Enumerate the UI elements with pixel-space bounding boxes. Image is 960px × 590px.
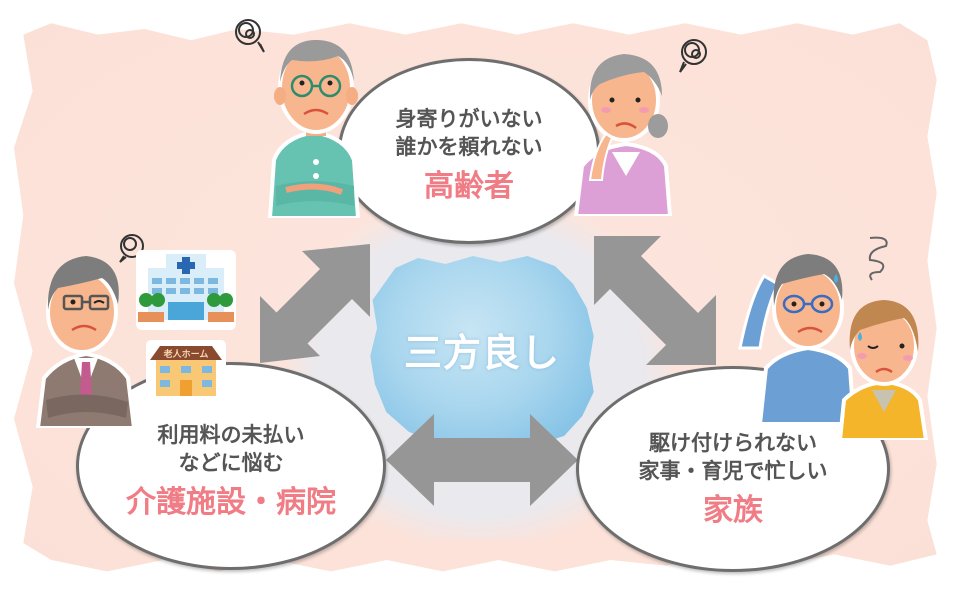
arrow-elderly-facility-icon — [260, 244, 370, 363]
family-couple-icon — [738, 236, 929, 440]
center-label: 三方良し — [403, 331, 560, 375]
node-facility-line-2: などに悩む — [178, 451, 284, 475]
node-elderly-line-2: 誰かを頼れない — [395, 135, 543, 159]
center-watercolor-circle — [370, 256, 594, 448]
node-facility-title: 介護施設・病院 — [126, 485, 336, 520]
businessman-icon — [35, 234, 144, 428]
node-elderly-line-1: 身寄りがいない — [395, 107, 543, 131]
node-family-title: 家族 — [703, 493, 763, 528]
svg-text:老人ホーム: 老人ホーム — [163, 348, 209, 360]
arrow-facility-family-icon — [386, 414, 578, 506]
elderly-man-icon — [235, 19, 361, 218]
hospital-icon — [136, 250, 236, 330]
node-facility-line-1: 利用料の未払い — [157, 423, 305, 447]
node-family-line-2: 家事・育児で忙しい — [638, 459, 828, 483]
arrow-elderly-family-icon — [594, 236, 716, 365]
node-family-line-1: 駆け付けられない — [649, 431, 817, 455]
nursing-home-icon: 老人ホーム — [146, 340, 226, 398]
node-elderly-title: 高齢者 — [424, 169, 514, 204]
elderly-woman-icon — [573, 39, 707, 216]
